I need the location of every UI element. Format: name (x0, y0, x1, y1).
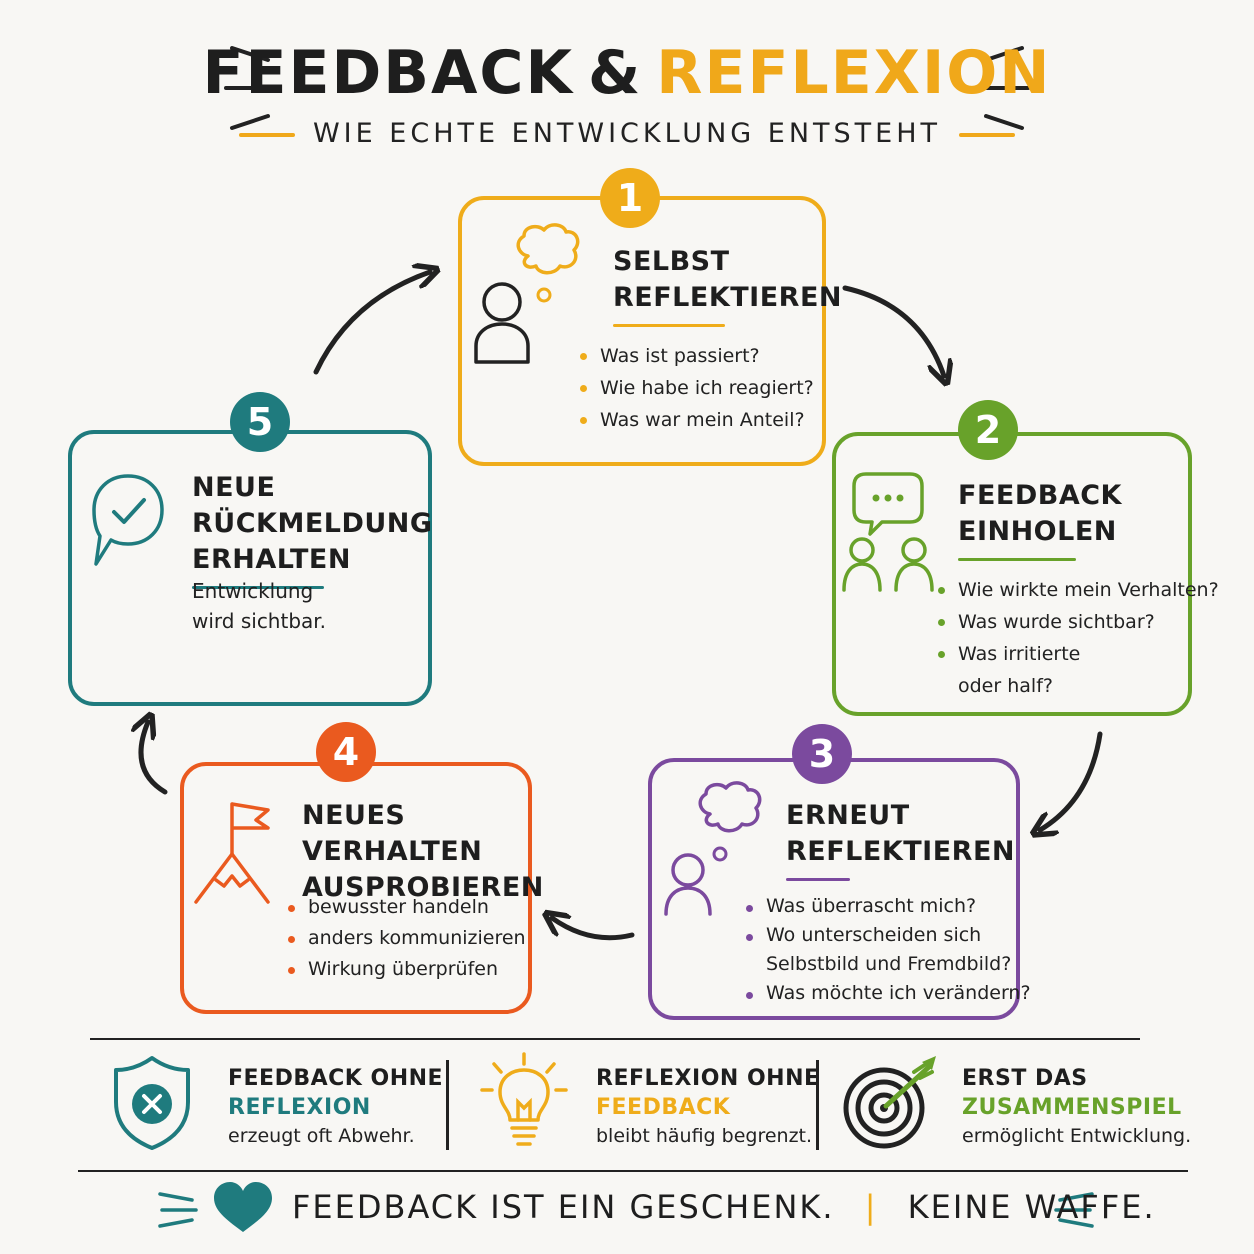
arrow-5-to-1 (313, 272, 430, 375)
person-thought-icon (474, 223, 580, 364)
list-item: Wo unterscheiden sich (746, 921, 1031, 950)
mountain-flag-icon (194, 802, 270, 904)
page-title: FEEDBACK&REFLEXION (0, 38, 1254, 108)
step-5-content: NEUE RÜCKMELDUNG ERHALTEN (192, 470, 433, 589)
tagline-part1: FEEDBACK IST EIN GESCHENK. (292, 1188, 835, 1226)
step-2-title-line2: EINHOLEN (958, 516, 1117, 547)
check-speech-bubble-icon (92, 474, 164, 566)
title-ampersand: & (587, 38, 643, 108)
footer-item-3-accent: ZUSAMMENSPIEL (962, 1095, 1182, 1120)
cycle-arrows (0, 0, 1103, 941)
footer-divider-bottom (78, 1170, 1188, 1172)
footer-item-3-text: ermöglicht Entwicklung. (962, 1125, 1192, 1147)
list-item: Was ist passiert? (580, 340, 814, 372)
step-1-underline (613, 324, 725, 327)
footer-item-1-title: FEEDBACK OHNE (228, 1066, 444, 1091)
step-5-badge: 5 (230, 392, 290, 452)
step-5-text-line1: Entwicklung (192, 579, 314, 603)
list-item: Was überrascht mich? (746, 892, 1031, 921)
footer-item-2: REFLEXION OHNE FEEDBACK bleibt häufig be… (596, 1064, 820, 1150)
people-chat-icon (842, 472, 934, 592)
step-4-title-line2: AUSPROBIEREN (302, 872, 544, 903)
subtitle-dash-right (959, 132, 1016, 137)
list-item: Was war mein Anteil? (580, 404, 814, 436)
list-item: Was möchte ich verändern? (746, 979, 1031, 1008)
footer-item-2-text: bleibt häufig begrenzt. (596, 1125, 813, 1147)
step-2-content: FEEDBACK EINHOLEN (958, 478, 1158, 561)
list-item: Wirkung überprüfen (288, 954, 526, 985)
step-1-badge: 1 (600, 168, 660, 228)
step-1-title-line2: REFLEKTIEREN (613, 282, 842, 313)
arrow-3-to-4 (552, 918, 635, 941)
footer-item-1-text: erzeugt oft Abwehr. (228, 1125, 415, 1147)
list-item: Wie wirkte mein Verhalten? (938, 574, 1219, 606)
list-item: bewusster handeln (288, 892, 526, 923)
step-4-badge: 4 (316, 722, 376, 782)
target-arrow-icon (843, 1056, 936, 1149)
step-5-underline (192, 586, 324, 589)
step-3-badge: 3 (792, 724, 852, 784)
footer-item-1: FEEDBACK OHNE REFLEXION erzeugt oft Abwe… (228, 1064, 443, 1150)
footer-item-1-accent: REFLEXION (228, 1095, 371, 1120)
list-item-continued: oder half? (958, 675, 1053, 697)
step-5-text-line2: wird sichtbar. (192, 609, 327, 633)
heart-icon (214, 1182, 272, 1232)
list-item: Was irritierte (938, 638, 1219, 670)
tagline: FEEDBACK IST EIN GESCHENK. | KEINE WAFFE… (292, 1188, 1156, 1226)
step-1-content: SELBST REFLEKTIEREN (613, 244, 842, 327)
header-decoration (224, 46, 1030, 130)
step-3-title-line1: ERNEUT (786, 800, 910, 831)
footer-separator-1 (446, 1060, 449, 1150)
tagline-part2: KEINE WAFFE. (907, 1188, 1156, 1226)
step-3-content: ERNEUT REFLEKTIEREN (786, 798, 1015, 881)
step-5-text: Entwicklung wird sichtbar. (192, 576, 326, 636)
shield-x-icon (114, 1056, 190, 1150)
person-thought-icon-3 (664, 781, 762, 916)
footer-item-2-title: REFLEXION OHNE (596, 1066, 820, 1091)
tagline-decoration (158, 1182, 1094, 1232)
title-accent: REFLEXION (656, 38, 1052, 108)
tagline-separator: | (864, 1188, 878, 1226)
step-4-title-line1: NEUES VERHALTEN (302, 800, 483, 867)
list-item: Was wurde sichtbar? (938, 606, 1219, 638)
step-5-title-line2: ERHALTEN (192, 544, 351, 575)
footer-separator-2 (816, 1060, 819, 1150)
step-2-badge: 2 (958, 400, 1018, 460)
step-2-list: Wie wirkte mein Verhalten? Was wurde sic… (938, 574, 1219, 702)
footer-item-2-accent: FEEDBACK (596, 1095, 731, 1120)
footer-divider-top (90, 1038, 1140, 1040)
lightbulb-icon (480, 1052, 568, 1146)
arrow-1-to-2 (842, 285, 944, 376)
title-main: FEEDBACK (202, 38, 574, 108)
step-2-underline (958, 558, 1076, 561)
list-item: anders kommunizieren (288, 923, 526, 954)
step-1-list: Was ist passiert? Wie habe ich reagiert?… (580, 340, 814, 436)
subtitle-dash-left (238, 132, 295, 137)
step-3-list: Was überrascht mich? Wo unterscheiden si… (746, 892, 1031, 1008)
arrow-2-to-3 (1040, 731, 1103, 830)
footer-item-3: ERST DAS ZUSAMMENSPIEL ermöglicht Entwic… (962, 1064, 1191, 1150)
step-4-list: bewusster handeln anders kommunizieren W… (288, 892, 526, 985)
step-4-content: NEUES VERHALTEN AUSPROBIEREN (302, 798, 544, 906)
step-5-title-line1: NEUE RÜCKMELDUNG (192, 472, 433, 539)
page-subtitle: WIE ECHTE ENTWICKLUNG ENTSTEHT (0, 118, 1254, 149)
arrow-4-to-5 (141, 722, 168, 795)
step-1-title-line1: SELBST (613, 246, 730, 277)
footer-item-3-title: ERST DAS (962, 1066, 1088, 1091)
step-2-title-line1: FEEDBACK (958, 480, 1122, 511)
step-3-title-line2: REFLEKTIEREN (786, 836, 1015, 867)
subtitle-text: WIE ECHTE ENTWICKLUNG ENTSTEHT (312, 118, 942, 149)
list-item-continued: Selbstbild und Fremdbild? (766, 953, 1012, 975)
list-item: Wie habe ich reagiert? (580, 372, 814, 404)
step-3-underline (786, 878, 850, 881)
